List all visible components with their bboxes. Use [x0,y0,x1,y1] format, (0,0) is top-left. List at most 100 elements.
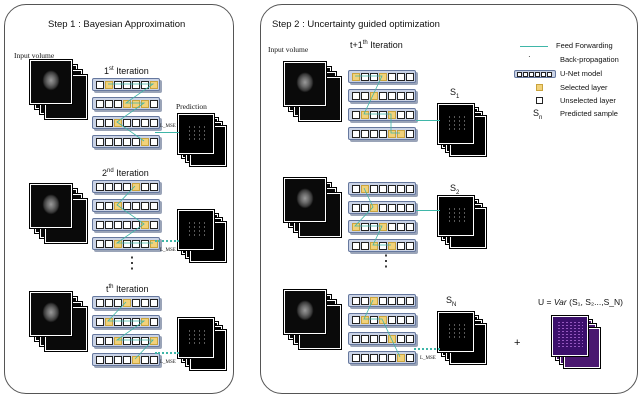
unselected-layer [114,100,122,108]
legend-unet-icon [514,70,556,78]
unselected-layer [123,318,131,326]
step1-unet-2 [92,180,166,260]
unselected-layer [379,297,387,305]
unet-layer-row [348,201,416,214]
unselected-layer [352,130,360,138]
feed-forward-line [416,210,440,211]
selected-layer [388,335,396,343]
unselected-layer [114,221,122,229]
feed-forward-path [108,83,155,142]
unselected-layer [397,185,405,193]
unselected-layer [123,138,131,146]
selected-layer [388,242,396,250]
selected-layer [388,130,396,138]
unselected-layer [352,242,360,250]
selected-layer-path [354,187,391,246]
unselected-layer [123,202,131,210]
sample-s1 [438,104,486,158]
step1-input-volume-1 [30,60,87,119]
legend-selected: Selected layer [560,83,608,92]
unselected-layer [150,356,158,364]
unselected-layer [352,297,360,305]
unselected-layer [141,81,149,89]
unselected-layer [123,119,131,127]
selected-layer [105,81,113,89]
unet-layer-row [348,294,416,307]
unselected-layer [96,183,104,191]
unselected-layer [96,337,104,345]
feed-forward-path [355,75,400,134]
unselected-layer [352,316,360,324]
selected-layer [352,73,360,81]
unselected-layer [406,242,414,250]
unet-layer-row [348,127,416,140]
selected-layer [361,185,369,193]
unselected-layer [132,81,140,89]
unselected-layer [379,185,387,193]
selected-layer-path [363,299,401,358]
step1-title: Step 1 : Bayesian Approximation [48,19,186,30]
legend-unet: U-Net model [560,69,603,78]
unselected-layer [150,119,158,127]
unet-layer-row [348,182,416,195]
unselected-layer [150,318,158,326]
unselected-layer [141,202,149,210]
unselected-layer [105,356,113,364]
unselected-layer [406,316,414,324]
selected-layer [379,73,387,81]
sample-s1-label: S1 [450,87,460,100]
unselected-layer [388,223,396,231]
unselected-layer [388,297,396,305]
sample-s2-label: S2 [450,183,460,196]
plus-sign: + [514,337,521,349]
unselected-layer [141,119,149,127]
step2-title: Step 2 : Uncertainty guided optimization [272,19,440,30]
unet-layer-row [92,78,160,91]
unselected-layer [123,221,131,229]
unselected-layer [141,337,149,345]
unselected-layer [379,242,387,250]
selected-layer [132,100,140,108]
sample-s2 [438,196,486,250]
selected-layer [132,183,140,191]
step2-input-volume-n [284,290,341,349]
unselected-layer [150,100,158,108]
unselected-layer [388,204,396,212]
uncertainty-formula: U = Var (S₁, S₂...,S_N) [538,297,623,307]
step2-input-volume-1 [284,62,341,121]
unselected-layer [352,111,360,119]
selected-layer [388,111,396,119]
unselected-layer [150,138,158,146]
feed-forward-line [155,132,179,133]
unselected-layer [370,73,378,81]
step2-unet-1 [348,70,422,150]
unselected-layer [370,316,378,324]
unselected-layer [123,81,131,89]
loss-label: L_MSE [160,360,176,365]
unselected-layer [105,138,113,146]
unselected-layer [361,223,369,231]
unselected-layer [132,202,140,210]
unselected-layer [406,335,414,343]
unet-layer-row [92,334,160,347]
unselected-layer [406,73,414,81]
unet-layer-row [92,116,160,129]
unselected-layer [361,130,369,138]
unselected-layer [123,356,131,364]
unselected-layer [96,299,104,307]
step1-iteration-2-label: 2nd Iteration [102,168,149,178]
unselected-layer [123,337,131,345]
unselected-layer [370,223,378,231]
unselected-layer [96,202,104,210]
unselected-layer [352,185,360,193]
selected-layer [352,223,360,231]
unselected-layer [397,242,405,250]
unselected-layer [361,335,369,343]
back-propagation-line [155,352,179,354]
unselected-layer [397,223,405,231]
unselected-layer [150,183,158,191]
step1-prediction-2 [178,210,226,264]
unselected-layer [132,299,140,307]
unselected-layer [379,92,387,100]
unselected-layer [96,100,104,108]
